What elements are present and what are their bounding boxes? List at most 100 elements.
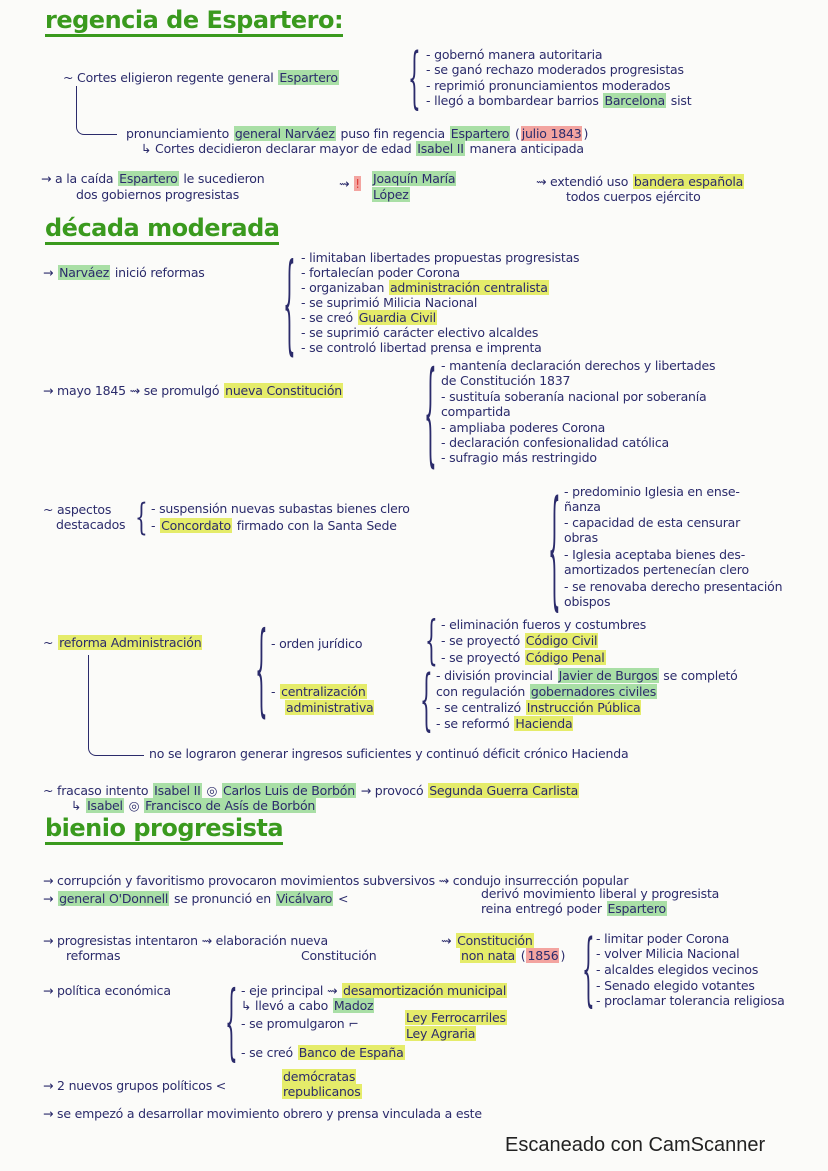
- note-text: le sucedieron: [179, 171, 265, 186]
- highlighted-term: Isabel II: [153, 783, 202, 798]
- highlighted-term: Código Penal: [524, 650, 606, 665]
- note-line: - suspensión nuevas subastas bienes cler…: [150, 501, 411, 516]
- note-line: → se empezó a desarrollar movimiento obr…: [42, 1106, 483, 1121]
- note-text: - se creó: [301, 310, 357, 325]
- note-text: ◎: [124, 798, 144, 813]
- note-line: ⇝ extendió uso bandera española: [535, 174, 745, 189]
- note-text: - se proyectó: [441, 633, 524, 648]
- note-text: firmado con la Santa Sede: [232, 518, 397, 533]
- note-text: -: [151, 518, 160, 533]
- note-line: → a la caída Espartero le sucedieron: [40, 171, 265, 186]
- note-text: (: [517, 948, 526, 963]
- brace: {: [420, 659, 433, 739]
- note-text: - suspensión nuevas subastas bienes cler…: [151, 501, 410, 516]
- highlighted-term: Ley Agraria: [405, 1026, 477, 1041]
- highlighted-term: gobernadores civiles: [529, 684, 658, 699]
- highlighted-term: general Narváez: [233, 126, 336, 141]
- connector-line: [76, 86, 117, 135]
- note-line: Joaquín María: [372, 171, 457, 186]
- highlighted-term: Ley Ferrocarriles: [405, 1010, 507, 1025]
- note-text: ): [560, 948, 566, 963]
- note-line: Constitución: [300, 948, 378, 963]
- note-line: - limitaban libertades propuestas progre…: [300, 250, 580, 265]
- section-title-regencia: regencia de Espartero:: [45, 6, 344, 37]
- highlighted-term: Javier de Burgos: [557, 668, 659, 683]
- brace: {: [135, 495, 148, 539]
- note-line: - se creó Guardia Civil: [300, 310, 437, 325]
- brace: {: [283, 237, 296, 367]
- note-line: → política económica: [42, 983, 172, 998]
- note-line: - sufragio más restringido: [440, 450, 598, 465]
- note-text: - sufragio más restringido: [441, 450, 597, 465]
- highlighted-term: Isabel II: [416, 141, 465, 156]
- note-text: obras: [564, 530, 598, 545]
- note-line: ↳ Isabel ◎ Francisco de Asís de Borbón: [70, 798, 317, 813]
- note-text: - gobernó manera autoritaria: [426, 47, 603, 62]
- note-line: administrativa: [285, 700, 375, 715]
- note-text: - fortalecían poder Corona: [301, 265, 460, 280]
- note-text: ↳ Cortes decidieron declarar mayor de ed…: [141, 141, 416, 156]
- note-text: compartida: [441, 404, 511, 419]
- highlighted-term: reforma Administración: [58, 635, 203, 650]
- highlighted-term: Espartero: [118, 171, 179, 186]
- note-text: se completó: [659, 668, 738, 683]
- note-text: pronunciamiento: [126, 126, 233, 141]
- note-line: → Narváez inició reformas: [42, 265, 206, 280]
- note-text: → corrupción y favoritismo provocaron mo…: [43, 873, 629, 888]
- note-line: - se proyectó Código Penal: [440, 650, 606, 665]
- note-text: → provocó: [356, 783, 428, 798]
- note-text: (: [511, 126, 520, 141]
- note-line: - organizaban administración centralista: [300, 280, 549, 295]
- highlighted-term: administración centralista: [388, 280, 549, 295]
- note-line: - se creó Banco de España: [240, 1045, 405, 1060]
- highlighted-term: !: [354, 176, 361, 191]
- note-line: non nata (1856): [460, 948, 566, 963]
- note-line: - se suprimió carácter electivo alcaldes: [300, 325, 539, 340]
- note-text: destacados: [56, 517, 126, 532]
- note-line: - orden jurídico: [270, 636, 363, 651]
- note-text: obispos: [564, 594, 611, 609]
- highlighted-term: Joaquín María: [372, 171, 457, 186]
- note-text: - llegó a bombardear barrios: [426, 93, 603, 108]
- brace: {: [424, 344, 437, 480]
- note-text: - declaración confesionalidad católica: [441, 435, 669, 450]
- note-text: ~ aspectos: [43, 502, 112, 517]
- section-title-decada-moderada: década moderada: [45, 214, 280, 245]
- note-line: ⇝ !: [338, 176, 361, 191]
- note-text: - se renovaba derecho presentación: [564, 579, 783, 594]
- note-line: - se renovaba derecho presentación: [563, 579, 783, 594]
- note-line: - se promulgaron ⌐: [240, 1016, 360, 1031]
- note-line: → 2 nuevos grupos políticos <: [42, 1078, 227, 1093]
- note-text: → a la caída: [41, 171, 118, 186]
- highlighted-term: Espartero: [606, 901, 667, 916]
- note-line: ~ reforma Administración: [42, 635, 203, 650]
- note-line: dos gobiernos progresistas: [75, 187, 240, 202]
- highlighted-term: desamortización municipal: [342, 983, 508, 998]
- brace: {: [408, 37, 421, 117]
- note-text: - ampliaba poderes Corona: [441, 420, 606, 435]
- note-text: - eliminación fueros y costumbres: [441, 617, 647, 632]
- note-line: - se centralizó Instrucción Pública: [435, 700, 642, 715]
- note-line: → progresistas intentaron ⇝ elaboración …: [42, 933, 329, 948]
- highlighted-term: Francisco de Asís de Borbón: [144, 798, 317, 813]
- note-text: ): [583, 126, 589, 141]
- highlighted-term: Hacienda: [514, 716, 574, 731]
- note-line: - capacidad de esta censurar: [563, 515, 741, 530]
- highlighted-term: julio 1843: [520, 126, 583, 141]
- highlighted-term: Isabel: [86, 798, 124, 813]
- note-text: - se suprimió Milicia Nacional: [301, 295, 478, 310]
- note-line: → corrupción y favoritismo provocaron mo…: [42, 873, 629, 888]
- section-title-bienio-progresista: bienio progresista: [45, 814, 284, 845]
- note-line: derivó movimiento liberal y progresista: [480, 886, 720, 901]
- note-text: ⇝: [441, 933, 456, 948]
- note-text: → se empezó a desarrollar movimiento obr…: [43, 1106, 482, 1121]
- note-line: López: [372, 187, 410, 202]
- note-line: - limitar poder Corona: [595, 931, 730, 946]
- note-text: → mayo 1845 ⇝ se promulgó: [43, 383, 224, 398]
- note-line: todos cuerpos ejército: [565, 189, 702, 204]
- note-text: - mantenía declaración derechos y libert…: [441, 358, 716, 373]
- note-line: - centralización: [270, 684, 367, 699]
- note-text: ~ Cortes eligieron regente general: [63, 70, 278, 85]
- note-text: ⇝ extendió uso: [536, 174, 632, 189]
- note-line: - Concordato firmado con la Santa Sede: [150, 518, 398, 533]
